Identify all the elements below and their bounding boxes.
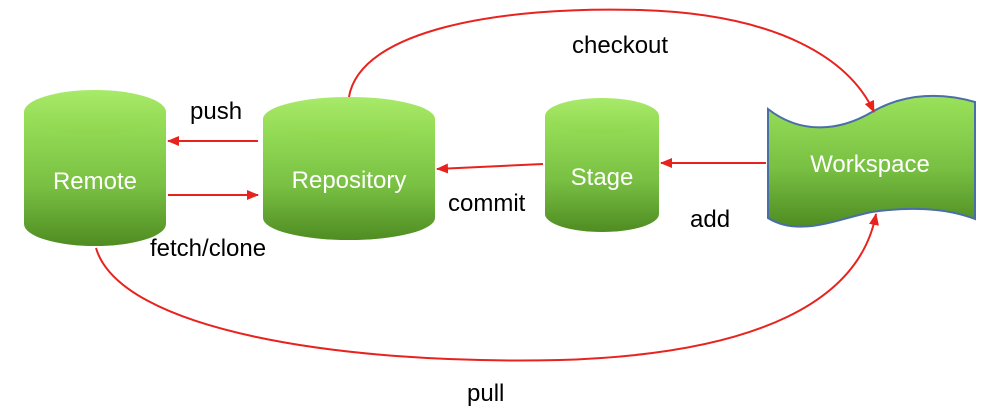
add-label: add <box>690 206 730 233</box>
checkout-arrow <box>348 8 875 113</box>
fetch-clone-label: fetch/clone <box>150 235 266 262</box>
checkout-label: checkout <box>572 32 668 59</box>
remote-node: Remote <box>24 90 166 246</box>
commit-arrow <box>436 163 544 174</box>
remote-label: Remote <box>53 168 137 195</box>
stage-label: Stage <box>571 164 634 191</box>
stage-node: Stage <box>545 98 659 232</box>
push-label: push <box>190 98 242 125</box>
repository-label: Repository <box>292 167 407 194</box>
pull-arrow <box>95 213 879 362</box>
commit-label: commit <box>448 190 526 217</box>
workspace-label: Workspace <box>810 151 930 178</box>
repository-node: Repository <box>263 97 435 240</box>
workspace-node: Workspace <box>767 94 976 228</box>
pull-label: pull <box>467 380 504 407</box>
